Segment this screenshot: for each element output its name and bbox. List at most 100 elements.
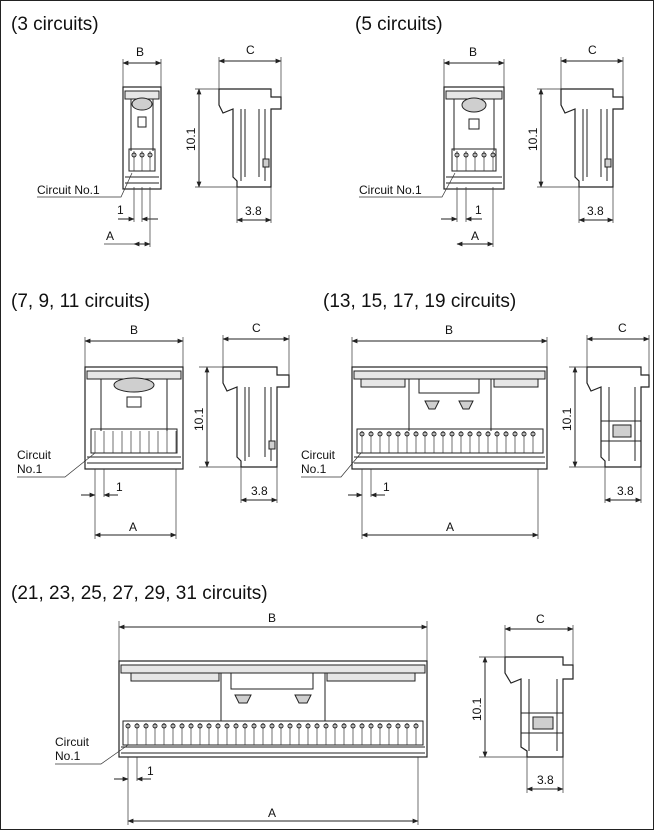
side-view [560, 88, 624, 188]
terminal-pin-head [125, 723, 131, 729]
dim-c-label: C [588, 43, 597, 57]
terminal-pin-head [206, 723, 212, 729]
terminal-pin-head [134, 723, 140, 729]
terminal-pin-head [287, 723, 293, 729]
pitch-label: 1 [383, 480, 390, 494]
dim-c-label: C [246, 43, 255, 57]
circuit-label-line2: No.1 [17, 462, 43, 476]
side-view [222, 366, 290, 468]
panel-title: (5 circuits) [355, 14, 443, 35]
front-view [351, 366, 548, 470]
dim-a-label: A [471, 229, 479, 243]
terminal-pin-head [386, 431, 392, 437]
terminal-pin-head [485, 431, 491, 437]
terminal-pin-head [503, 431, 509, 437]
pin-row [359, 431, 536, 453]
panel-title: (13, 15, 17, 19 circuits) [323, 291, 516, 312]
terminal-pin-head [350, 723, 356, 729]
terminal-pin-head [233, 723, 239, 729]
circuit-label-line1: Circuit [55, 735, 90, 749]
panel-3-circuits: (3 circuits) B Circuit No.1 1 [11, 14, 282, 247]
depth-label: 3.8 [245, 204, 262, 218]
front-view [443, 86, 505, 190]
terminal-pin-head [251, 723, 257, 729]
terminal-pin-head [170, 723, 176, 729]
pitch-label: 1 [147, 764, 154, 778]
dim-c-label: C [252, 321, 261, 335]
terminal-pin-head [404, 723, 410, 729]
terminal-pin-head [359, 431, 365, 437]
terminal-pin-head [269, 723, 275, 729]
dim-c-label: C [618, 321, 627, 335]
dim-a-label: A [268, 806, 276, 820]
front-view [122, 86, 162, 190]
side-view [504, 656, 574, 758]
front-view [84, 366, 184, 470]
terminal-pin-head [224, 723, 230, 729]
dim-a-label: A [106, 229, 114, 243]
terminal-pin-head [368, 723, 374, 729]
panel-13-15-17-19-circuits: (13, 15, 17, 19 circuits) B Circuit No.1… [301, 291, 650, 539]
terminal-pin-head [377, 431, 383, 437]
dim-b-label: B [268, 611, 276, 625]
terminal-pin-head [431, 431, 437, 437]
height-label: 10.1 [470, 697, 484, 721]
circuit-label-line1: Circuit [17, 448, 52, 462]
terminal-pin-head [395, 723, 401, 729]
terminal-pin-head [458, 431, 464, 437]
dim-b-label: B [136, 45, 144, 59]
terminal-pin-head [179, 723, 185, 729]
dim-c-label: C [536, 612, 545, 626]
height-label: 10.1 [192, 407, 206, 431]
terminal-pin-head [377, 723, 383, 729]
terminal-pin-head [368, 431, 374, 437]
dim-b-label: B [445, 323, 453, 337]
terminal-pin-head [323, 723, 329, 729]
terminal-pin-head [404, 431, 410, 437]
terminal-pin-head [188, 723, 194, 729]
terminal-pin-head [332, 723, 338, 729]
pin-row [125, 723, 419, 745]
terminal-pin-head [152, 723, 158, 729]
circuit-label: Circuit No.1 [37, 183, 100, 197]
terminal-pin-head [395, 431, 401, 437]
terminal-pin-head [494, 431, 500, 437]
circuit-label-line2: No.1 [55, 749, 81, 763]
height-label: 10.1 [526, 127, 540, 151]
terminal-pin-head [512, 431, 518, 437]
circuit-label-line1: Circuit [301, 448, 336, 462]
terminal-pin-head [197, 723, 203, 729]
terminal-pin-head [260, 723, 266, 729]
dim-a-label: A [129, 520, 137, 534]
panel-title: (7, 9, 11 circuits) [11, 291, 150, 312]
terminal-pin-head [341, 723, 347, 729]
terminal-pin-head [143, 723, 149, 729]
side-view [218, 88, 282, 188]
terminal-pin-head [449, 431, 455, 437]
front-view [118, 660, 428, 758]
circuit-label-line2: No.1 [301, 462, 327, 476]
dim-a-label: A [446, 520, 454, 534]
terminal-pin-head [314, 723, 320, 729]
depth-label: 3.8 [537, 773, 554, 787]
terminal-pin-head [413, 431, 419, 437]
terminal-pin-head [413, 723, 419, 729]
terminal-pin-head [386, 723, 392, 729]
pitch-label: 1 [116, 480, 123, 494]
panel-7-9-11-circuits: (7, 9, 11 circuits) B Circuit No.1 1 A [11, 291, 290, 539]
circuit-label: Circuit No.1 [359, 183, 422, 197]
terminal-pin-head [278, 723, 284, 729]
terminal-pin-head [161, 723, 167, 729]
dim-b-label: B [130, 323, 138, 337]
depth-label: 3.8 [251, 484, 268, 498]
panel-21-31-circuits: (21, 23, 25, 27, 29, 31 circuits) B Circ… [11, 583, 574, 825]
panel-5-circuits: (5 circuits) B Circuit No.1 1 A [355, 14, 624, 247]
height-label: 10.1 [184, 127, 198, 151]
terminal-pin-head [530, 431, 536, 437]
terminal-pin-head [467, 431, 473, 437]
side-view [586, 366, 650, 468]
depth-label: 3.8 [617, 484, 634, 498]
terminal-pin-head [440, 431, 446, 437]
terminal-pin-head [359, 723, 365, 729]
